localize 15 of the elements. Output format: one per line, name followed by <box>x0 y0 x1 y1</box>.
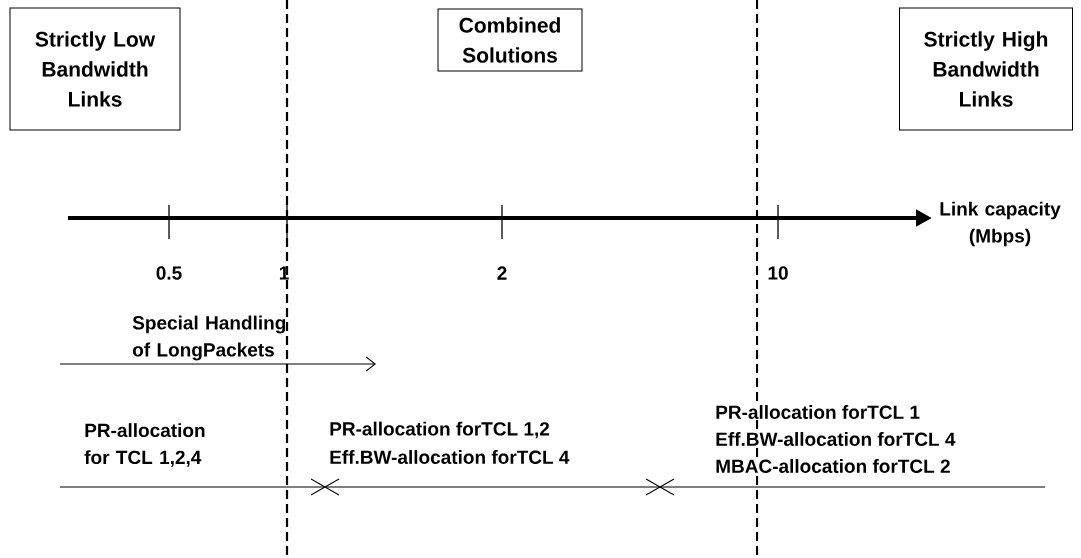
tick-label: 2 <box>497 266 507 280</box>
allocation-note: Eff.BW-allocation forTCL 4 <box>714 431 957 447</box>
tick-label: 10 <box>768 266 788 280</box>
title-box: Strictly Low Bandwidth Links <box>9 7 181 131</box>
allocation-note: MBAC-allocation forTCL 2 <box>714 458 952 474</box>
tick-label: 1 <box>279 266 289 280</box>
axis-label: Link capacity (Mbps) <box>940 201 1061 247</box>
allocation-note: PR-allocation forTCL 1 <box>714 404 921 420</box>
allocation-note: Eff.BW-allocation forTCL 4 <box>330 450 570 464</box>
title-box: Combined Solutions <box>437 8 583 72</box>
allocation-note: PR-allocation forTCL 1,2 <box>330 421 550 439</box>
range-label: Special Handling of LongPackets <box>132 315 286 361</box>
tick-label: 0.5 <box>156 266 182 280</box>
title-box: Strictly High Bandwidth Links <box>899 7 1073 131</box>
allocation-note: PR-allocation for TCL 1,2,4 <box>84 423 205 467</box>
